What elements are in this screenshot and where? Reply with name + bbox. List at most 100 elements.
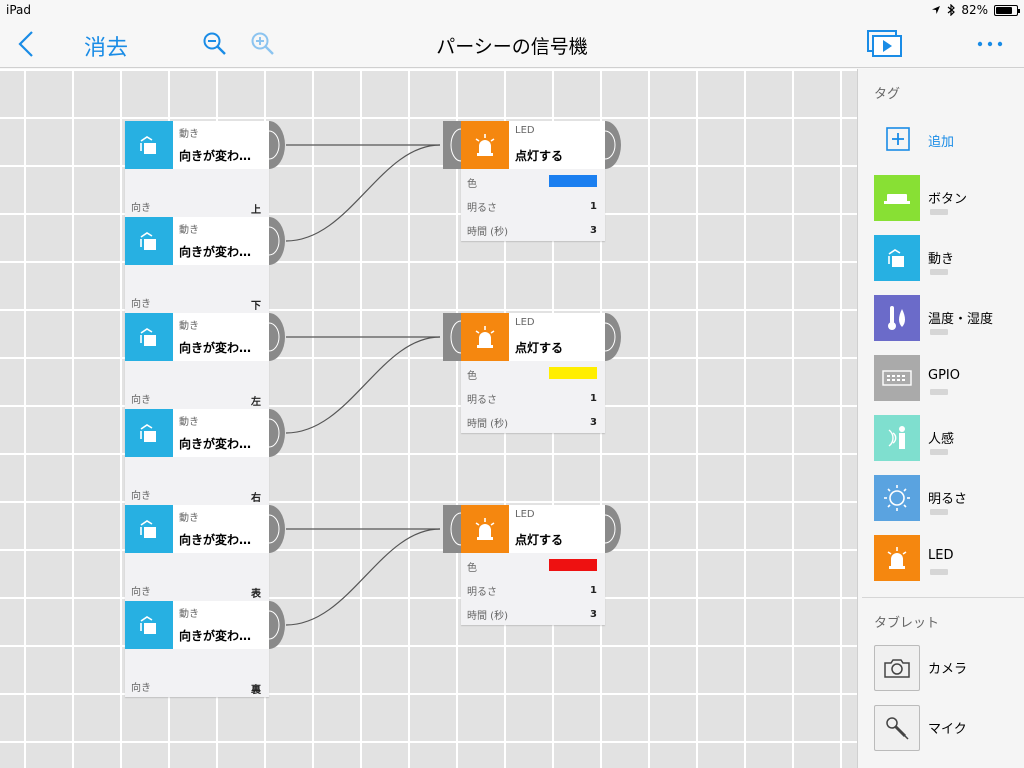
param-label: 向き: [131, 587, 151, 598]
motion-icon: [125, 217, 173, 265]
motion-node[interactable]: 動き 向きが変わ… 向き 裏: [125, 601, 285, 697]
led-icon: [461, 313, 509, 361]
param-row-color: 色: [461, 169, 605, 193]
tag-label: 動き: [928, 252, 955, 267]
tablet-item-camera[interactable]: カメラ: [874, 645, 1024, 693]
motion-node[interactable]: 動き 向きが変わ… 向き下: [125, 217, 285, 313]
led-icon: [461, 121, 509, 169]
node-category: 動き: [179, 321, 199, 332]
tag-count-badge: [930, 389, 948, 395]
motion-icon: [125, 505, 173, 553]
param-row: [125, 649, 269, 673]
node-header: 動き 向きが変わ…: [125, 121, 285, 169]
tag-item-gpio[interactable]: GPIO: [874, 355, 1024, 403]
connection-wire: [285, 528, 441, 626]
motion-node[interactable]: 動き 向きが変わ… 向き表: [125, 505, 285, 601]
output-port[interactable]: [605, 121, 621, 169]
param-label: 時間 (秒): [467, 419, 508, 430]
output-port[interactable]: [269, 313, 285, 361]
tablet-item-label: マイク: [928, 722, 967, 737]
param-row: [125, 361, 269, 385]
param-row-time: 時間 (秒) 3: [461, 409, 605, 433]
param-value: 上: [251, 205, 261, 216]
node-category: LED: [515, 317, 535, 328]
output-port[interactable]: [269, 601, 285, 649]
back-icon[interactable]: [12, 28, 40, 60]
param-row-time: 時間 (秒)3: [461, 601, 605, 625]
tags-section-title: タグ: [874, 87, 901, 102]
section-divider: [862, 597, 1024, 598]
output-port[interactable]: [269, 505, 285, 553]
zoom-in-icon[interactable]: [250, 31, 276, 57]
tag-item-button[interactable]: ボタン: [874, 175, 1024, 223]
param-row-time: 時間 (秒)3: [461, 217, 605, 241]
node-category: 動き: [179, 513, 199, 524]
param-value: 裏: [251, 685, 261, 696]
param-value: 3: [590, 417, 597, 428]
param-label: 向き: [131, 683, 151, 694]
node-header: 動き 向きが変わ…: [125, 505, 285, 553]
node-title: 向きが変わ…: [179, 437, 252, 451]
output-port[interactable]: [605, 505, 621, 553]
node-title: 点灯する: [515, 341, 564, 355]
input-port[interactable]: [443, 121, 461, 169]
node-header: 動き 向きが変わ…: [125, 409, 285, 457]
input-port[interactable]: [443, 505, 461, 553]
tag-count-badge: [930, 269, 948, 275]
tablet-section-title: タブレット: [874, 616, 940, 631]
param-label: 色: [467, 371, 477, 382]
input-port[interactable]: [443, 313, 461, 361]
flow-canvas[interactable]: 動き 向きが変わ… 向き上 動き 向きが変わ… 向き下 動き 向きが変わ… 向き…: [0, 69, 857, 768]
param-row: [125, 457, 269, 481]
device-name: iPad: [6, 3, 32, 17]
tablet-item-microphone[interactable]: マイク: [874, 705, 1024, 753]
add-tag-button[interactable]: 追加: [874, 123, 1024, 155]
node-header: 動き 向きが変わ…: [125, 601, 285, 649]
more-icon[interactable]: [974, 30, 1006, 58]
motion-node[interactable]: 動き 向きが変わ… 向き上: [125, 121, 285, 217]
output-port[interactable]: [605, 313, 621, 361]
node-header: LED 点灯する: [443, 313, 621, 361]
node-category: 動き: [179, 609, 199, 620]
clear-button[interactable]: 消去: [84, 36, 129, 61]
param-row: 向き上: [125, 193, 269, 217]
tag-label: GPIO: [928, 368, 960, 383]
param-label: 明るさ: [467, 203, 497, 214]
tag-item-human-sensor[interactable]: 人感: [874, 415, 1024, 463]
zoom-out-icon[interactable]: [202, 31, 228, 57]
param-value: 1: [590, 201, 597, 212]
motion-node[interactable]: 動き 向きが変わ… 向き左: [125, 313, 285, 409]
slideshow-icon[interactable]: [866, 29, 904, 59]
param-value: 3: [590, 609, 597, 620]
motion-icon: [125, 409, 173, 457]
tag-item-brightness[interactable]: 明るさ: [874, 475, 1024, 523]
location-icon: [932, 6, 941, 14]
output-port[interactable]: [269, 217, 285, 265]
node-header: 動き 向きが変わ…: [125, 217, 285, 265]
node-title: 点灯する: [515, 533, 564, 547]
output-port[interactable]: [269, 409, 285, 457]
tag-item-motion[interactable]: 動き: [874, 235, 1024, 283]
tag-item-temperature[interactable]: 温度・湿度: [874, 295, 1024, 343]
motion-node[interactable]: 動き 向きが変わ… 向き右: [125, 409, 285, 505]
connection-wire: [285, 144, 441, 242]
param-row: [125, 553, 269, 577]
node-category: LED: [515, 509, 535, 520]
param-row-color: 色: [461, 553, 605, 577]
param-label: 色: [467, 179, 477, 190]
param-label: 向き: [131, 299, 151, 310]
tag-count-badge: [930, 329, 948, 335]
output-port[interactable]: [269, 121, 285, 169]
param-row-brightness: 明るさ 1: [461, 193, 605, 217]
param-row: [125, 169, 269, 193]
tag-item-led[interactable]: LED: [874, 535, 1024, 583]
param-label: 明るさ: [467, 395, 497, 406]
param-row: 向き左: [125, 385, 269, 409]
color-swatch: [549, 559, 597, 571]
param-row: 向き下: [125, 289, 269, 313]
param-value: 右: [251, 493, 261, 504]
